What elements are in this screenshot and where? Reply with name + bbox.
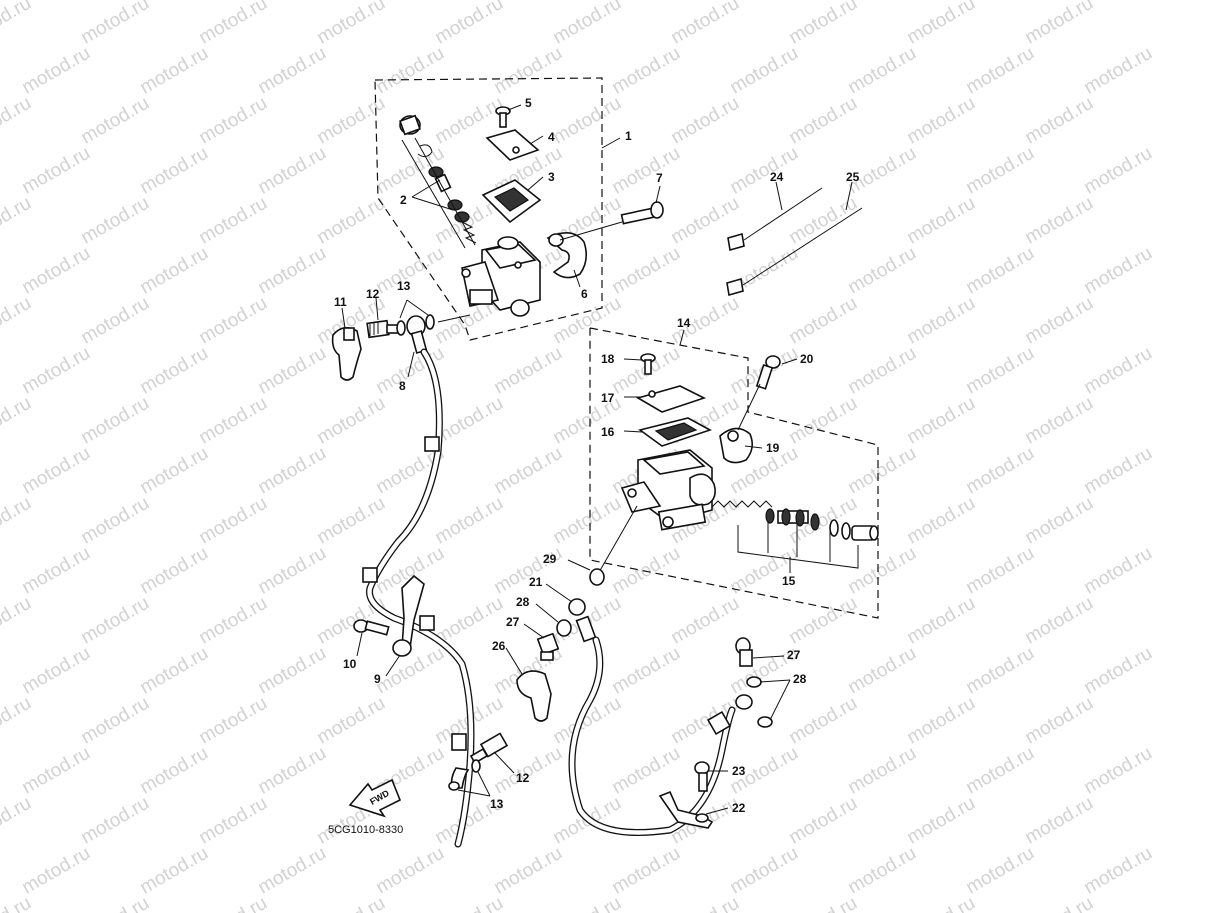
callout-27-right: 27: [787, 648, 801, 662]
callout-21: 21: [529, 575, 543, 589]
part-10-bolt: [353, 619, 390, 636]
part-28-gasket-left: [556, 619, 572, 637]
callout-6: 6: [581, 287, 588, 301]
part-2-piston-kit: [399, 114, 477, 249]
part-21-brake-hose: [568, 598, 753, 836]
callout-20: 20: [800, 352, 814, 366]
part-26-cover: [516, 670, 552, 722]
callout-2: 2: [400, 193, 407, 207]
part-24-cable-tie: [727, 187, 823, 252]
part-8-brake-hose: [362, 315, 475, 848]
callout-23: 23: [732, 764, 746, 778]
part-12-union-bolt: [366, 319, 402, 339]
callout-24: 24: [770, 170, 784, 184]
callout-7: 7: [656, 171, 663, 185]
part-19-holder: [719, 427, 754, 464]
part-22-hose-guide: [658, 790, 714, 829]
callout-8: 8: [399, 379, 406, 393]
callout-14: 14: [677, 316, 691, 330]
upper-master-cylinder-body: [461, 236, 541, 317]
part-12-union-bolt-lower: [469, 732, 509, 765]
callout-13-upper: 13: [397, 279, 411, 293]
diagram-code: 5CG1010-8330: [328, 824, 403, 836]
callout-26: 26: [492, 639, 506, 653]
part-29-washer: [589, 568, 605, 586]
part-7-bolt: [559, 201, 664, 241]
part-17-cap: [635, 385, 707, 413]
callout-29: 29: [543, 552, 557, 566]
callout-13-lower: 13: [490, 797, 504, 811]
callout-25: 25: [846, 170, 860, 184]
callout-5: 5: [525, 96, 532, 110]
part-13-gaskets-lower: [448, 759, 491, 797]
assembly-1-boundary: [374, 77, 603, 341]
callout-3: 3: [548, 170, 555, 184]
assembly-14-boundary: [589, 327, 879, 619]
callout-1: 1: [625, 129, 632, 143]
part-23-bolt: [694, 761, 710, 792]
callout-22: 22: [732, 801, 746, 815]
part-25-cable-tie: [726, 207, 863, 297]
part-29-leader: [597, 505, 638, 575]
part-18-screw: [640, 353, 656, 375]
part-5-screw: [495, 106, 511, 128]
callout-17: 17: [601, 391, 615, 405]
forward-arrow-icon: FWD: [348, 778, 402, 818]
callout-18: 18: [601, 352, 615, 366]
callout-28-left: 28: [516, 595, 530, 609]
part-11-cover: [331, 327, 362, 381]
part-16-diaphragm: [638, 417, 712, 447]
part-9-hose-guide: [392, 574, 425, 657]
part-13-gaskets-upper: [396, 299, 471, 336]
part-27-bolt-left: [536, 632, 560, 661]
part-27-bolt-right: [735, 637, 753, 667]
part-3-diaphragm: [481, 179, 542, 224]
callout-12-lower: 12: [516, 771, 530, 785]
part-15-bracket: [737, 525, 859, 569]
lower-master-cylinder-body: [620, 449, 716, 531]
part-15-piston-kit: [711, 500, 879, 541]
callout-4: 4: [548, 130, 555, 144]
callout-27-left: 27: [506, 615, 520, 629]
callout-numbers: 1 2 3 4 5 6 7 8 9 10 11 12 13 14 15 16 1…: [334, 96, 860, 815]
part-4-reservoir-cap: [485, 129, 540, 161]
part-6-holder-clamp: [546, 232, 588, 279]
leader-lines: [341, 104, 853, 815]
callout-28-right: 28: [793, 672, 807, 686]
part-20-bolt: [737, 355, 781, 431]
callout-11: 11: [334, 295, 347, 309]
callout-16: 16: [601, 425, 615, 439]
callout-10: 10: [343, 657, 357, 671]
callout-9: 9: [374, 672, 381, 686]
callout-12-upper: 12: [366, 287, 380, 301]
callout-15: 15: [782, 574, 796, 588]
callout-19: 19: [766, 441, 780, 455]
